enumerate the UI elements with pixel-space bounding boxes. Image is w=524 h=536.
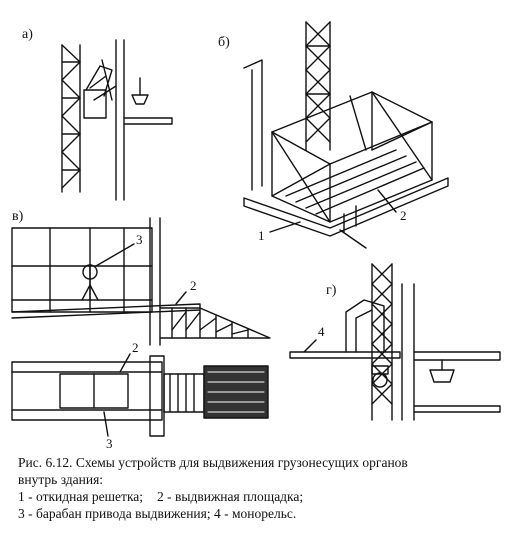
caption-line-3: 1 - откидная решетка; 2 - выдвижная площа…: [18, 488, 513, 505]
figure-caption: Рис. 6.12. Схемы устройств для выдвижени…: [18, 454, 513, 522]
callout-v-2-elevation: 2: [190, 278, 197, 293]
panel-a-drawing: [61, 39, 173, 201]
caption-line-2: внутрь здания:: [18, 472, 104, 487]
caption-line-4: 3 - барабан привода выдвижения; 4 - моно…: [18, 506, 297, 521]
callout-v-3-plan: 3: [106, 436, 113, 450]
panel-label-g: г): [326, 283, 337, 298]
panel-v-elevation: [11, 217, 271, 346]
callout-b-2: 2: [400, 208, 407, 223]
callout-b-1: 1: [258, 228, 265, 243]
panel-label-a: а): [22, 27, 33, 42]
panel-g-drawing: [289, 263, 501, 421]
hoist-devices-figure: а) б) в) г) 1 2 3 2 2 3 4: [11, 21, 501, 450]
callout-v-3-elevation: 3: [136, 232, 143, 247]
callout-g-4: 4: [318, 324, 325, 339]
caption-line-1: Рис. 6.12. Схемы устройств для выдвижени…: [18, 455, 408, 470]
callout-v-2-plan: 2: [132, 340, 139, 355]
caption-item-1: 1 - откидная решетка;: [18, 489, 144, 504]
panel-b-drawing: [243, 21, 449, 249]
panel-v-plan: [11, 353, 269, 437]
caption-item-2: 2 - выдвижная площадка;: [157, 489, 304, 504]
panel-label-v: в): [12, 209, 24, 224]
panel-label-b: б): [218, 35, 230, 50]
